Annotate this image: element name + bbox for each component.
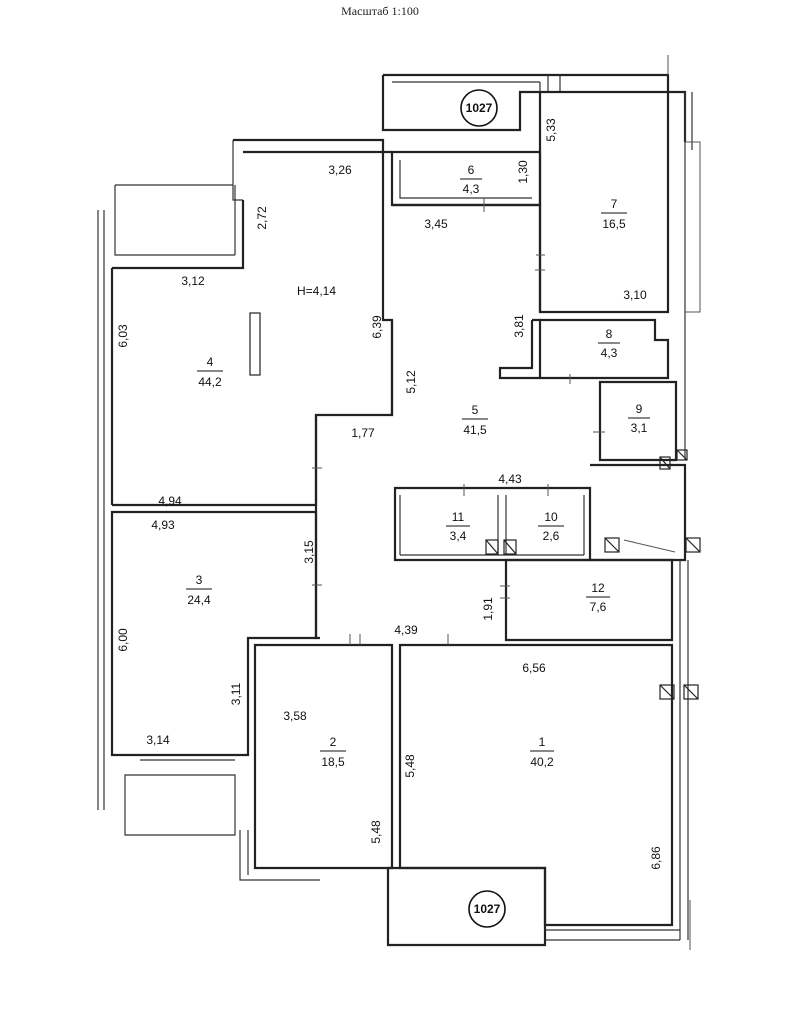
dimension-label: 3,14 [146,733,170,747]
room-1-number: 1 [539,735,546,749]
apartment-tag-top: 1027 [466,101,493,115]
room-6-number: 6 [468,163,475,177]
dimension-label: 3,15 [302,540,316,564]
dimension-label: 1,30 [516,160,530,184]
dimension-label: 3,26 [328,163,352,177]
room-1-area: 40,2 [530,755,554,769]
dimension-label: 4,39 [394,623,418,637]
dimension-label: 5,12 [404,370,418,394]
room-5-area: 41,5 [463,423,487,437]
room-7-number: 7 [611,197,618,211]
room-5-number: 5 [472,403,479,417]
dimension-label: 3,11 [229,682,243,705]
room-labels: 1 40,2 2 18,5 3 24,4 4 44,2 5 41,5 6 4,3… [186,163,650,769]
room-11-area: 3,4 [450,529,467,543]
dimension-label: 3,12 [181,274,205,288]
room-12-number: 12 [591,581,605,595]
dimension-label: 5,48 [403,754,417,778]
ceiling-height-label: H=4,14 [297,284,336,298]
apartment-tag-circle-bottom [468,890,506,928]
room-2-area: 18,5 [321,755,345,769]
room-11-number: 11 [452,510,465,524]
room-12-area: 7,6 [590,600,607,614]
dimension-label: 3,58 [283,709,307,723]
scale-title: Масштаб 1:100 [341,4,419,18]
dimension-label: 6,86 [649,846,663,870]
room-3-number: 3 [196,573,203,587]
dimension-label: 6,39 [370,315,384,339]
dimension-label: 6,56 [522,661,546,675]
dimension-label: 6,00 [116,628,130,652]
dimension-label: 4,93 [151,518,175,532]
dimension-label: 2,72 [255,206,269,230]
apartment-tag-bottom: 1027 [474,902,501,916]
room-7-area: 16,5 [602,217,626,231]
room-6-area: 4,3 [463,182,480,196]
room-2-number: 2 [330,735,337,749]
dimension-label: 1,77 [351,426,375,440]
dimension-label: 4,94 [158,494,182,508]
dimension-ticks [312,198,605,645]
dimension-label: 3,45 [424,217,448,231]
walls [97,55,701,950]
dimension-label: 1,91 [481,597,495,621]
dimension-label: 5,48 [369,820,383,844]
room-9-number: 9 [636,402,643,416]
dimension-label: 3,81 [512,314,526,338]
apartment-tag-circle-top [460,89,498,127]
dimension-label: 4,43 [498,472,522,486]
dimension-labels: 3,26 2,72 3,12 6,03 6,39 4,94 1,30 3,45 … [116,118,663,870]
room-4-area: 44,2 [198,375,222,389]
dimension-label: 6,03 [116,324,130,348]
dimension-label: 3,10 [623,288,647,302]
room-8-area: 4,3 [601,346,618,360]
dimension-label: 5,33 [544,118,558,142]
room-3-area: 24,4 [187,593,211,607]
room-9-area: 3,1 [631,421,648,435]
room-10-area: 2,6 [543,529,560,543]
room-10-number: 10 [544,510,558,524]
room-8-number: 8 [606,327,613,341]
room-4-number: 4 [207,355,214,369]
